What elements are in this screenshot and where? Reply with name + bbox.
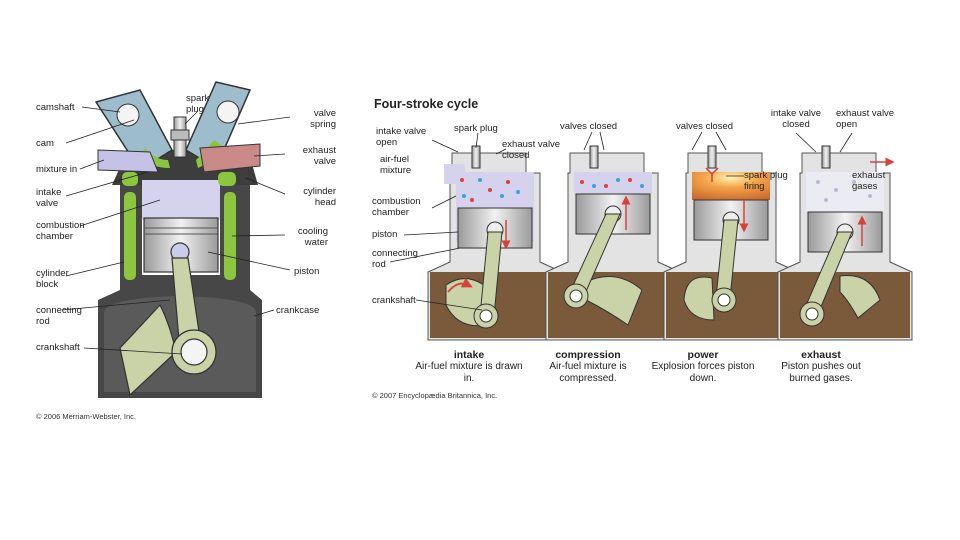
- caption-exhaust-desc: Piston pushes out burned gases.: [781, 361, 861, 384]
- stroke-engine-exhaust: [777, 145, 913, 341]
- label-spark-plug-right: spark plug: [454, 123, 498, 134]
- label-cooling-water: cooling water: [297, 226, 328, 248]
- label-combustion-chamber: combustion chamber: [36, 220, 85, 242]
- label-valves-closed-compression: valves closed: [560, 121, 618, 132]
- label-cylinder-block: cylinder block: [36, 268, 69, 290]
- caption-compression-desc: Air-fuel mixture is compressed.: [549, 361, 627, 384]
- stroke-engine-power: [663, 145, 799, 341]
- caption-power-desc: Explosion forces piston down.: [651, 361, 755, 384]
- label-connecting-rod-right: connecting rod: [372, 248, 418, 270]
- caption-compression: compression Air-fuel mixture is compress…: [533, 349, 643, 385]
- label-cylinder-head: cylinder head: [303, 186, 336, 208]
- label-exhaust-gases: exhaust gases: [852, 170, 886, 192]
- label-crankcase: crankcase: [276, 305, 320, 316]
- caption-intake-title: intake: [453, 349, 485, 361]
- label-connecting-rod: connecting rod: [36, 305, 82, 327]
- stroke-engine-intake: [427, 145, 563, 341]
- label-exhaust-valve: exhaust valve: [302, 145, 336, 167]
- diagram-title: Four-stroke cycle: [374, 97, 479, 111]
- label-combustion-chamber-right: combustion chamber: [372, 196, 421, 218]
- left-engine: [61, 81, 291, 398]
- label-camshaft: camshaft: [36, 102, 75, 113]
- caption-compression-title: compression: [555, 349, 621, 361]
- label-intake-valve: intake valve: [36, 187, 62, 209]
- label-air-fuel-mixture: air-fuel mixture: [380, 154, 412, 176]
- label-spark-plug-left: spark plug: [186, 93, 210, 115]
- label-crankshaft-right: crankshaft: [372, 295, 416, 306]
- label-cam: cam: [36, 138, 54, 149]
- caption-power-title: power: [687, 349, 719, 361]
- label-spark-plug-firing: spark plug firing: [744, 170, 788, 192]
- label-piston-left: piston: [294, 266, 320, 277]
- stroke-engine-compression: [545, 145, 681, 341]
- label-exhaust-valve-open: exhaust valve open: [836, 108, 895, 130]
- label-crankshaft-left: crankshaft: [36, 342, 80, 353]
- label-intake-valve-closed: intake valve closed: [770, 108, 822, 130]
- right-leader-lines: [389, 131, 853, 311]
- caption-exhaust-title: exhaust: [801, 349, 841, 361]
- credit-britannica: © 2007 Encyclopædia Britannica, Inc.: [372, 391, 498, 400]
- label-intake-valve-open: intake valve open: [376, 126, 427, 148]
- caption-exhaust: exhaust Piston pushes out burned gases.: [766, 349, 876, 385]
- caption-intake-desc: Air-fuel mixture is drawn in.: [415, 361, 523, 384]
- label-mixture-in: mixture in: [36, 164, 78, 175]
- credit-merriam-webster: © 2006 Merriam-Webster, Inc.: [36, 412, 137, 421]
- caption-intake: intake Air-fuel mixture is drawn in.: [414, 349, 524, 385]
- caption-power: power Explosion forces piston down.: [648, 349, 758, 385]
- label-valve-spring: valve spring: [310, 108, 336, 130]
- label-piston-right: piston: [372, 229, 398, 240]
- label-valves-closed-power: valves closed: [676, 121, 734, 132]
- label-exhaust-valve-closed: exhaust valve closed: [502, 139, 561, 161]
